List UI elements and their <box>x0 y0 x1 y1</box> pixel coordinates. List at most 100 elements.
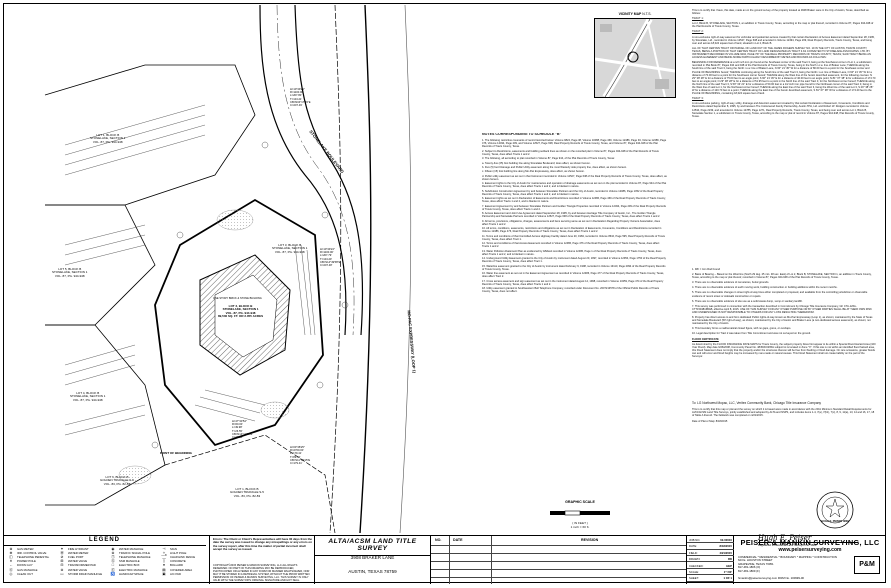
rev-line <box>431 577 686 578</box>
job-info-row: DATE:8/18/2015 <box>687 544 734 550</box>
curve-table-1: Δ=10°49'24" R=1100.00' L=207.80' T=104.2… <box>290 88 311 108</box>
legend-item: ♿HANDICAP SPACE <box>109 572 159 576</box>
job-info-key: CHECKED: <box>689 563 704 568</box>
plat-note: 7. This survey was performed in connecti… <box>692 304 872 314</box>
tract1-heading: TRACT 1: <box>692 17 704 21</box>
firm-logo: P&M <box>854 556 880 574</box>
job-info-value: HEP <box>726 563 732 568</box>
job-info-row: FIELD:4/21/2015 <box>687 551 734 556</box>
legend-column: ⊣SIGN✧LIGHT POLE—x—CHAINLINK FENCE▯CONCR… <box>160 547 210 576</box>
stonelake-blvd-west <box>259 5 347 336</box>
legend-item: ◫TELEPHONE PEDESTAL <box>7 555 57 559</box>
legend-column: ⊗GAS METER⊕IRR. CONTROL VALVE◫TELEPHONE … <box>7 547 57 576</box>
rev-line <box>431 569 686 570</box>
legend-item: ⊟TRANSFORMER PAD <box>58 564 108 568</box>
curve-table-4: Δ=03°48'25" R=2700.00' L=179.41' T=89.74… <box>290 446 311 466</box>
legend-label: SIGN <box>170 546 177 551</box>
legend-label: IRR. CONTROL VALVE <box>17 550 47 555</box>
legend-label: LIGHT POLE <box>170 550 187 555</box>
job-info-row: JOB NO.02-00010 <box>687 538 734 544</box>
legend-label: TRANSFORMER PAD <box>68 563 96 568</box>
legend-item: ⊚WATER VALVE <box>58 568 108 572</box>
title-block: LEGEND ⊗GAS METER⊕IRR. CONTROL VALVE◫TEL… <box>3 535 886 584</box>
schedule-b-note: b. Five (5) foot Drainage and Public Uti… <box>482 165 627 169</box>
schedule-b-note: d. Public utility easement as set out in… <box>482 174 667 181</box>
plat-note: 3. There are no observable evidence of c… <box>692 281 770 285</box>
legend-item: ◉WATER MANHOLE <box>109 547 159 551</box>
job-info-row: SCALE:1"=60' <box>687 570 734 576</box>
schedule-b-note: 5. Subdivision Construction Agreement by… <box>482 189 664 196</box>
schedule-b-note: 11. Terms and conditions of that Control… <box>482 234 665 241</box>
tract2-heading: TRACT 2: <box>692 30 704 34</box>
legend-label: GAS MANHOLE <box>17 567 38 572</box>
firm-footer: hmankin@peisersurveying.com FIRM No. 100… <box>738 576 804 580</box>
stonelake-blvd-east <box>294 5 364 336</box>
mopac-row-west <box>329 5 342 533</box>
schedule-b-note: 3. The following, all according to plat … <box>482 157 615 161</box>
curve-table-2: Δ=10°49'24" R=1100.00' L=207.79' T=104.2… <box>320 248 341 268</box>
plat-note: 4. There are no observable evidence of e… <box>692 286 838 290</box>
legend-item: Ⓖ GAS MANHOLE <box>7 568 57 572</box>
legend-symbol-icon: □ <box>111 563 115 568</box>
legend-symbol-icon: ⊗ <box>9 546 13 551</box>
legend-symbol-icon: Ⓢ <box>111 559 115 564</box>
legend-item: Ⓢ SSM MANHOLE <box>109 559 159 564</box>
legend-symbol-icon: —x— <box>161 553 167 561</box>
lot1-left-boundary <box>44 64 256 206</box>
legend-label: COVERED AREA <box>170 567 193 572</box>
legend-item: ⊞WATER VALVE <box>58 559 108 564</box>
parking-stripes-subject <box>194 244 316 422</box>
schedule-b-note: 12. Terms and conditions of that Access … <box>482 242 660 249</box>
vicinity-map: VICINITY MAP N.T.S. <box>594 12 676 99</box>
legend-label: CONCRETE <box>170 559 186 564</box>
legend-symbol-icon: ✦ <box>60 546 64 551</box>
landscape-area-1 <box>216 209 254 231</box>
certify-intro: This is to certify that I have, this dat… <box>692 9 869 16</box>
label-lot3-right: LOT 3, BLOCK B STONELAKE, SECTION 1 VOL.… <box>272 243 308 254</box>
job-info-value: 1"=60' <box>723 570 732 574</box>
rev-header-date: DATE <box>453 538 463 542</box>
braker-lane-easement <box>164 434 336 533</box>
legend-label: A/C PAD <box>170 571 181 576</box>
survey-address: 3908 BRAKER LANE <box>350 555 395 560</box>
plat-note: 5. There are no observable changes in st… <box>692 291 868 298</box>
landscape-area-3 <box>118 465 152 485</box>
legend-item: ▯CONCRETE <box>160 559 210 564</box>
firm-website[interactable]: www.peisersurveying.com <box>778 547 842 553</box>
legend-symbol-icon: ← <box>9 563 13 568</box>
surveyor-seal: HUGH E. PEISER 3809 <box>810 490 860 530</box>
legend-label: TELEPHONE PEDESTAL <box>17 554 50 559</box>
plat-note: 2. Basis of Bearing -- Based on the West… <box>692 273 872 280</box>
legend-item: ⊘FUEL PORT <box>58 555 108 559</box>
schedule-b-note: 6. Easement rights as set out in Declara… <box>482 197 666 204</box>
schedule-b-note: 18. Utility easement granted to Southwes… <box>482 286 660 294</box>
schedule-b-note: 4. Easement rights to the City of Austin… <box>482 182 667 189</box>
legend-symbol-icon: ▤ <box>162 567 166 572</box>
plat-note: 9. This boundary forms a mathematical cl… <box>692 327 792 331</box>
job-info-key: DATE: <box>689 544 698 549</box>
job-info-key: SHEET: <box>689 576 699 581</box>
label-lot2-main: LOT 2, BLOCK B STONELAKE, SECTION 1 VOL.… <box>218 304 264 319</box>
survey-title-box: ALTA/ACSM LAND TITLE SURVEY 3908 BRAKER … <box>315 536 431 584</box>
tract3-text: A non-exclusive parking, right-of-way, u… <box>692 102 875 118</box>
firm-name: PEISER & MANKIN SURVEYING, LLC <box>740 538 880 547</box>
label-lot1-left: LOT 1, BLOCK B STONELAKE, SECTION 1 VOL.… <box>90 133 126 144</box>
legend-symbol-icon: ◉ <box>111 546 115 551</box>
legend-label: SSM MANHOLE <box>119 559 140 564</box>
legend-symbol-icon: ⊚ <box>60 567 64 572</box>
rev-line <box>431 545 686 546</box>
schedule-b-note: 17. Cross access easement and sign easem… <box>482 279 664 286</box>
lot5-boundary <box>45 204 156 326</box>
legend-label: CLEAN OUT <box>17 571 34 576</box>
job-info-value: RD <box>727 557 732 562</box>
property-description: This is to certify that I have, this dat… <box>692 9 876 259</box>
legend-symbol-icon: Ⓖ <box>9 567 13 572</box>
job-info-key: DRAWN: <box>689 557 701 562</box>
legend-label: STORM DRAIN MANHOLE <box>68 571 103 576</box>
